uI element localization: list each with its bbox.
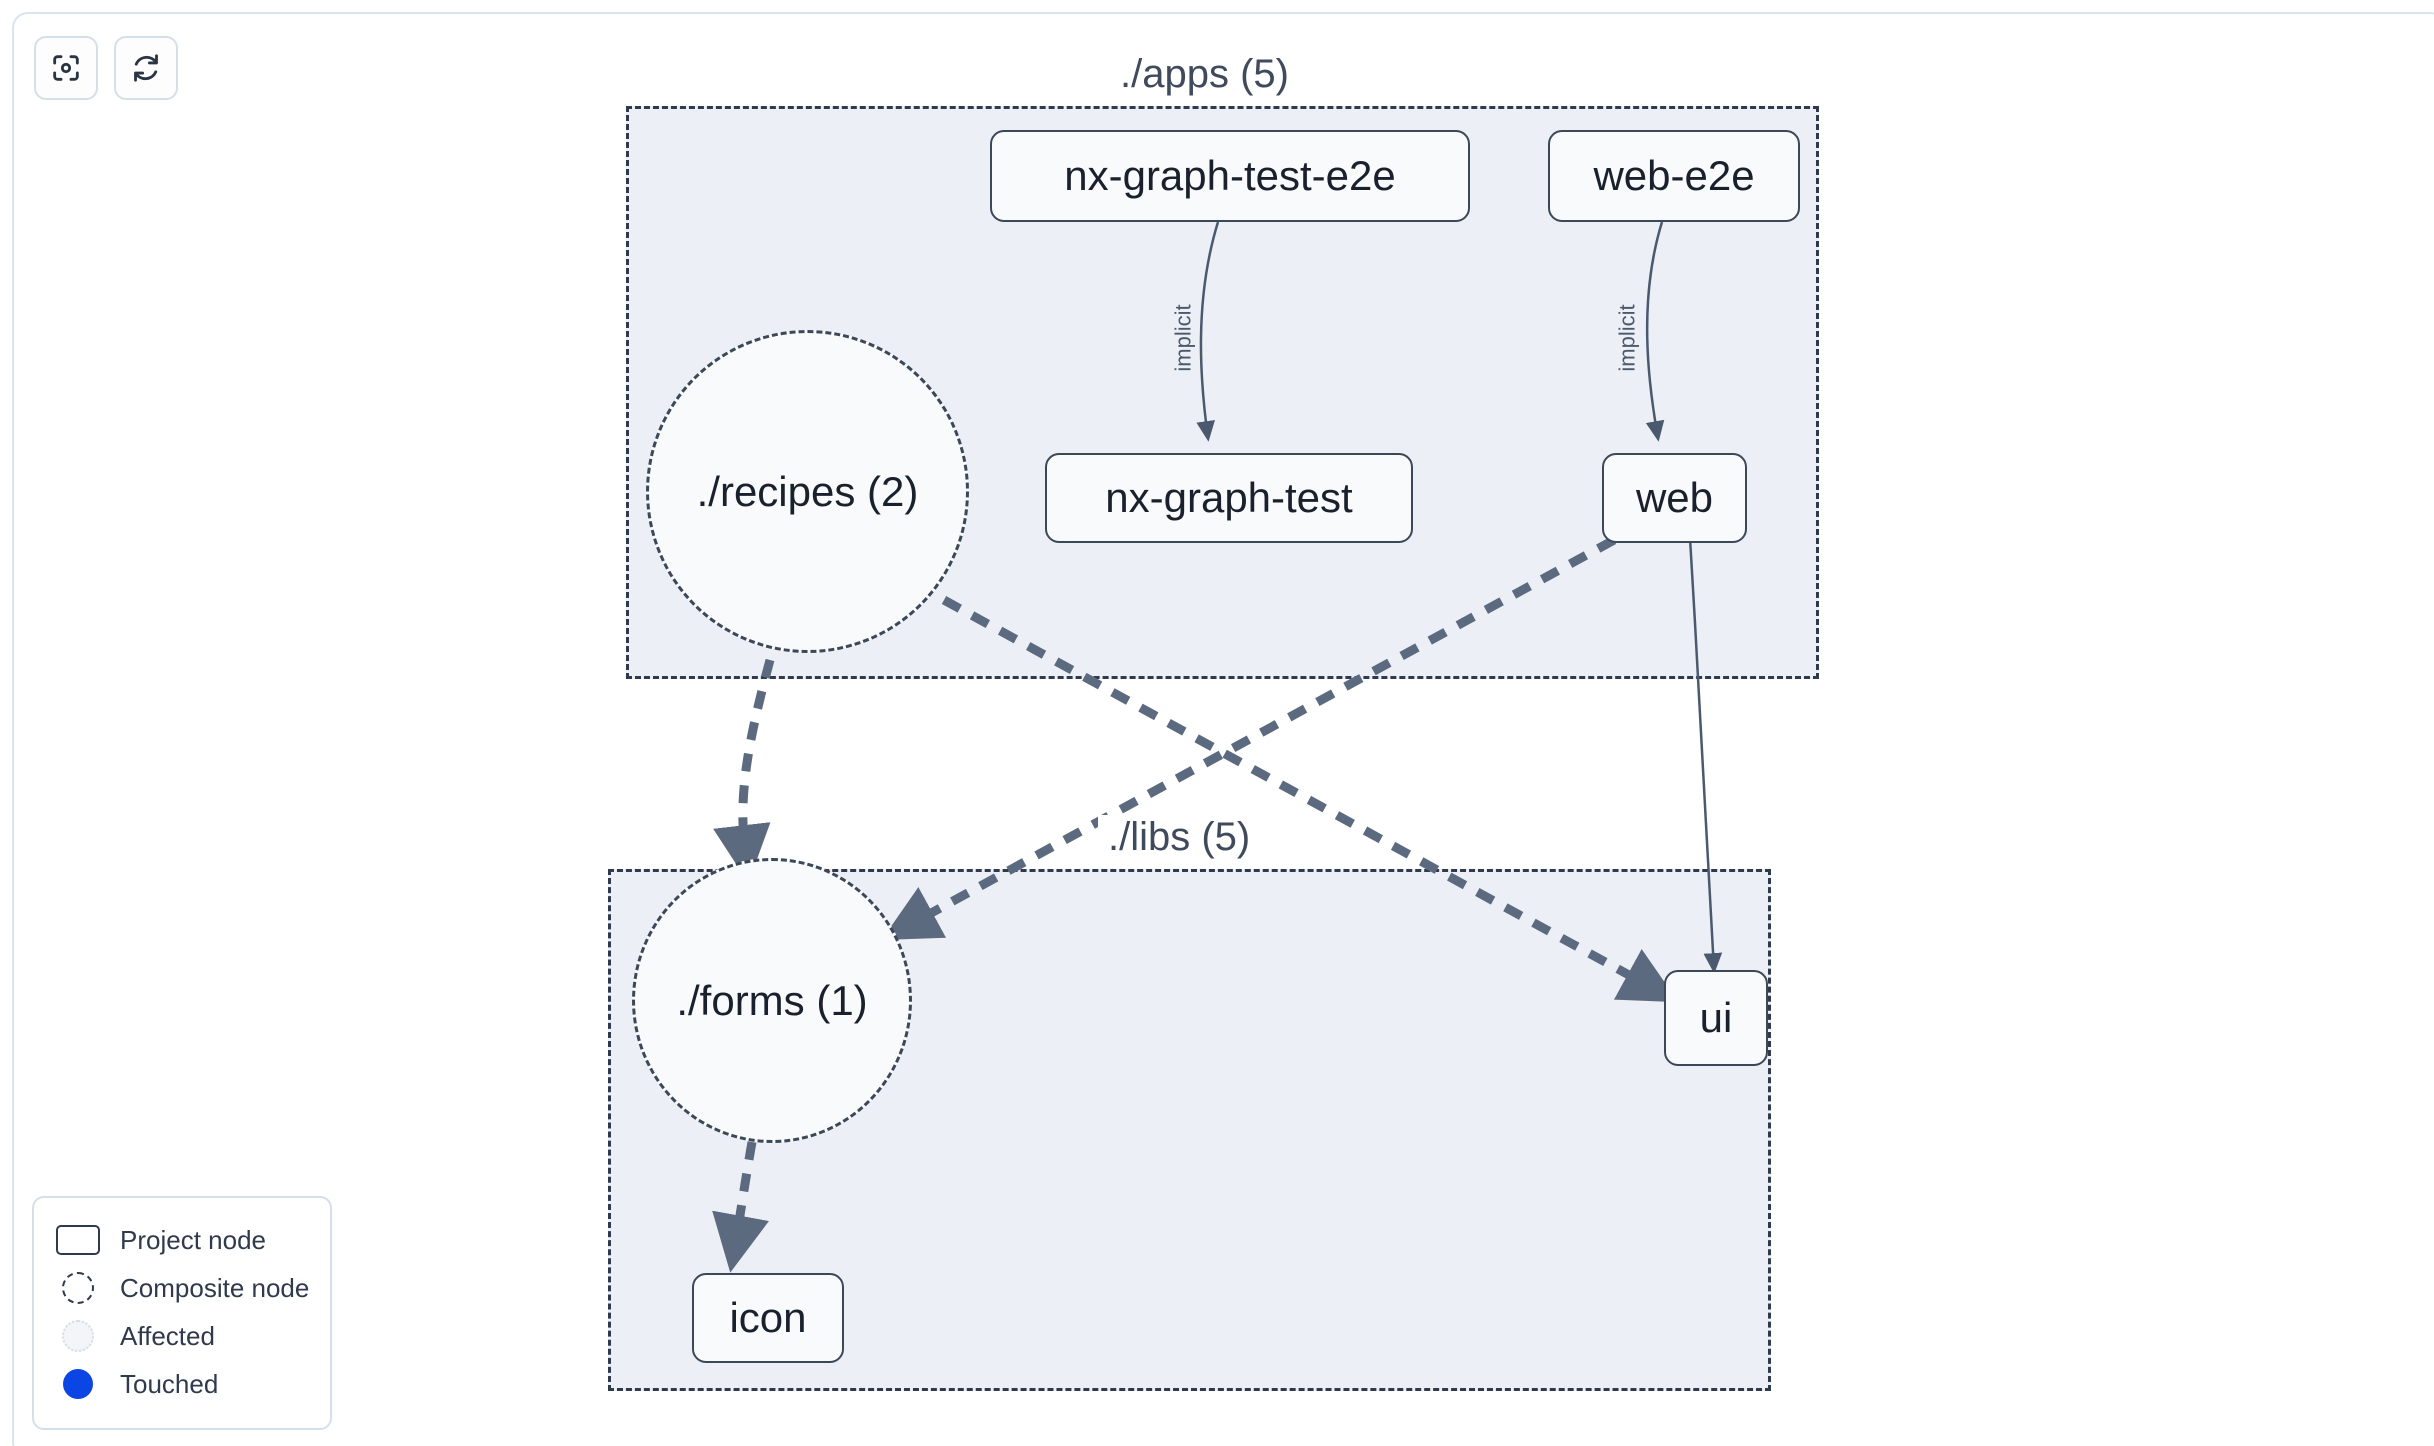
refresh-icon — [129, 51, 163, 85]
node-recipes[interactable]: ./recipes (2) — [646, 330, 969, 653]
focus-graph-button[interactable] — [34, 36, 98, 100]
edge-recipes-to-forms — [713, 658, 775, 883]
focus-target-icon — [49, 51, 83, 85]
group-label-apps: ./apps (5) — [1110, 52, 1299, 97]
touched-swatch-icon — [54, 1369, 102, 1399]
node-ui[interactable]: ui — [1664, 970, 1768, 1066]
refresh-graph-button[interactable] — [114, 36, 178, 100]
affected-swatch-icon — [54, 1320, 102, 1352]
node-label: web-e2e — [1593, 152, 1755, 199]
node-icon[interactable]: icon — [692, 1273, 844, 1363]
node-label: icon — [729, 1294, 807, 1341]
legend-item-project-node: Project node — [54, 1216, 310, 1264]
node-label: ./recipes (2) — [696, 467, 919, 515]
legend-item-composite-node: Composite node — [54, 1264, 310, 1312]
legend-label: Affected — [120, 1320, 215, 1351]
edge-label-implicit-web: implicit — [1614, 304, 1640, 372]
legend-item-affected: Affected — [54, 1312, 310, 1360]
graph-legend: Project node Composite node Affected Tou… — [32, 1196, 332, 1430]
legend-label: Project node — [120, 1224, 266, 1255]
node-label: ./forms (1) — [676, 976, 868, 1024]
legend-label: Touched — [120, 1368, 219, 1399]
node-web[interactable]: web — [1602, 453, 1747, 543]
composite-node-swatch-icon — [54, 1272, 102, 1304]
graph-toolbar — [34, 36, 178, 100]
node-web-e2e[interactable]: web-e2e — [1548, 130, 1800, 222]
legend-item-touched: Touched — [54, 1360, 310, 1408]
legend-label: Composite node — [120, 1272, 310, 1303]
node-label: ui — [1699, 994, 1733, 1041]
edge-label-implicit-nx-graph-test: implicit — [1170, 304, 1196, 372]
node-forms[interactable]: ./forms (1) — [632, 858, 912, 1143]
node-nx-graph-test[interactable]: nx-graph-test — [1045, 453, 1413, 543]
node-label: nx-graph-test-e2e — [1064, 152, 1396, 199]
node-nx-graph-test-e2e[interactable]: nx-graph-test-e2e — [990, 130, 1470, 222]
project-node-swatch-icon — [54, 1225, 102, 1255]
node-label: web — [1635, 474, 1714, 521]
node-label: nx-graph-test — [1105, 474, 1353, 521]
group-label-libs: ./libs (5) — [1098, 815, 1261, 860]
